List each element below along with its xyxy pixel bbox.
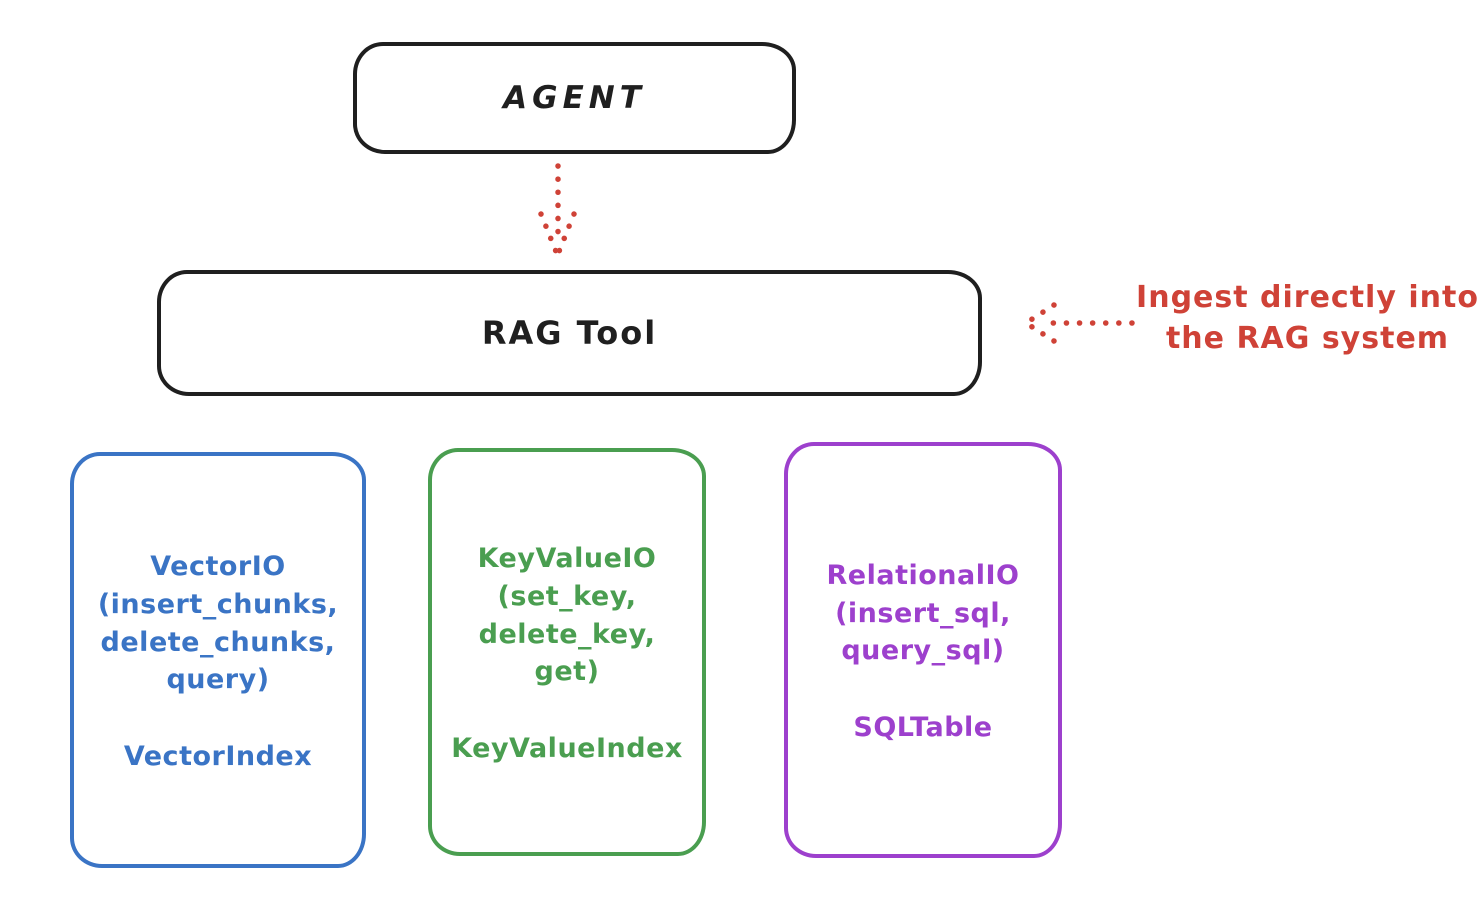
vector-io-node: VectorIO (insert_chunks, delete_chunks, … (70, 452, 366, 868)
ingest-annotation: Ingest directly into the RAG system (1136, 280, 1479, 356)
dotted-arrow-down-icon (538, 163, 577, 257)
vector-index-label: VectorIndex (123, 741, 313, 773)
keyvalue-io-node: KeyValueIO (set_key, delete_key, get) Ke… (428, 448, 706, 856)
sql-table-label: SQLTable (853, 712, 993, 744)
dotted-arrow-left-icon (1023, 302, 1135, 344)
relational-io-api-label: RelationalIO (insert_sql, query_sql) (826, 559, 1020, 667)
rag-tool-label: RAG Tool (481, 314, 658, 352)
vector-io-api-label: VectorIO (insert_chunks, delete_chunks, … (97, 550, 339, 696)
relational-io-node: RelationalIO (insert_sql, query_sql) SQL… (784, 442, 1062, 858)
keyvalue-index-label: KeyValueIndex (451, 733, 683, 765)
agent-label: AGENT (503, 80, 646, 116)
agent-node: AGENT (353, 42, 796, 154)
rag-tool-node: RAG Tool (157, 270, 982, 396)
keyvalue-io-api-label: KeyValueIO (set_key, delete_key, get) (477, 542, 657, 688)
